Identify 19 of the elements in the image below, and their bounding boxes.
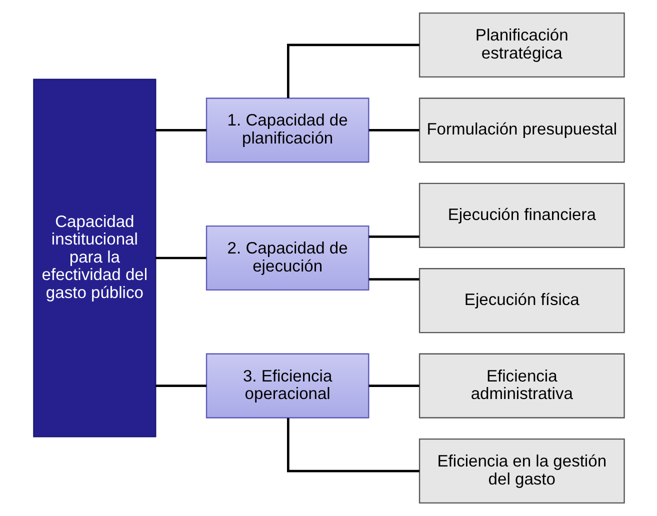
connector bbox=[155, 384, 206, 387]
connector bbox=[368, 278, 419, 280]
connector bbox=[368, 129, 419, 132]
connector bbox=[368, 236, 419, 238]
connector bbox=[368, 384, 419, 387]
connector bbox=[155, 256, 206, 260]
node-box: Capacidad institucional para la efectividad del gasto público bbox=[32, 78, 156, 438]
node-box: Eficiencia administrativa bbox=[418, 353, 624, 418]
node-box: Ejecución financiera bbox=[418, 182, 624, 248]
node-box: 2. Capacidad de ejecución bbox=[205, 225, 369, 291]
node-box: Planificación estratégica bbox=[418, 12, 624, 78]
node-box: 1. Capacidad de planificación bbox=[205, 98, 369, 163]
node-box: Formulación presupuestal bbox=[418, 98, 624, 163]
connector bbox=[286, 44, 419, 98]
node-box: 3. Eficiencia operacional bbox=[205, 353, 369, 418]
connector bbox=[286, 418, 419, 472]
node-box: Eficiencia en la gestión del gasto bbox=[418, 438, 624, 504]
node-box: Ejecución física bbox=[418, 268, 624, 334]
connector bbox=[155, 129, 206, 132]
